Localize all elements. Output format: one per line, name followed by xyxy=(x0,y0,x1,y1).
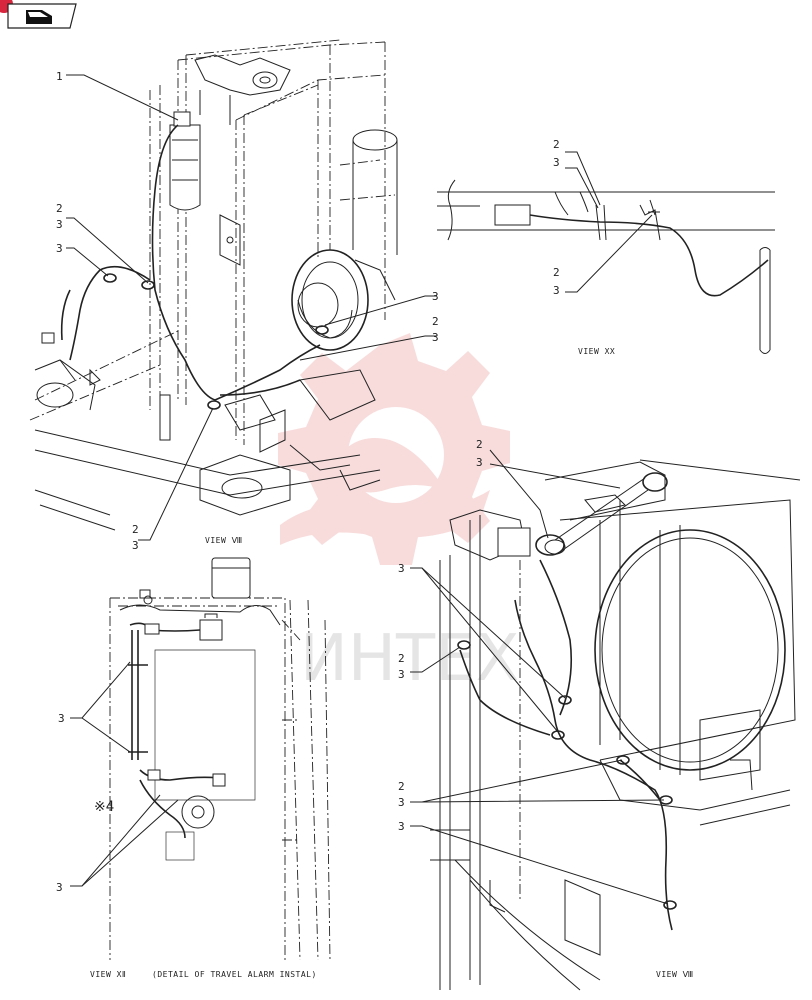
callout-2: 2 xyxy=(476,438,483,451)
callout-3: 3 xyxy=(432,331,439,344)
callout-2: 2 xyxy=(432,315,439,328)
view-xii-drawing xyxy=(109,557,331,961)
callout-3: 3 xyxy=(398,820,405,833)
callout-leaders-top-left xyxy=(66,74,437,541)
callout-2: 2 xyxy=(553,266,560,279)
callout-1: 1 xyxy=(56,70,63,83)
watermark-text: ИНТЕХ xyxy=(300,622,519,696)
view-bottom-right-drawing xyxy=(430,459,801,991)
callout-3: 3 xyxy=(398,562,405,575)
callout-leaders-view-xx xyxy=(565,151,653,293)
view-caption-xii: VIEW XⅡ xyxy=(90,970,126,979)
callout-2: 2 xyxy=(398,780,405,793)
callout-3: 3 xyxy=(56,881,63,894)
watermark-gear-icon xyxy=(278,333,510,565)
view-caption-right: VIEW Ⅷ xyxy=(656,970,694,979)
binder-button[interactable] xyxy=(0,0,77,29)
callout-3: 3 xyxy=(58,712,65,725)
callout-3: 3 xyxy=(56,218,63,231)
callout-3: 3 xyxy=(56,242,63,255)
callout-3: 3 xyxy=(553,156,560,169)
callout-3: 3 xyxy=(398,668,405,681)
view-xx-drawing xyxy=(437,179,775,354)
binder-icon xyxy=(26,10,52,24)
callout-2: 2 xyxy=(56,202,63,215)
callout-2: 2 xyxy=(553,138,560,151)
callout-3: 3 xyxy=(398,796,405,809)
callout-3: 3 xyxy=(432,290,439,303)
callout-2: 2 xyxy=(132,523,139,536)
note-x4: ※4 xyxy=(94,799,114,815)
detail-caption: (DETAIL OF TRAVEL ALARM INSTAL) xyxy=(152,970,317,979)
callout-leaders-view-right xyxy=(410,449,669,905)
view-top-left-drawing xyxy=(29,39,398,531)
callout-leaders-view-xii xyxy=(70,661,179,887)
view-caption-top: VIEW Ⅷ xyxy=(205,536,243,545)
callout-3: 3 xyxy=(476,456,483,469)
callout-2: 2 xyxy=(398,652,405,665)
view-caption-xx: VIEW XX xyxy=(578,347,615,356)
callout-3: 3 xyxy=(132,539,139,552)
callout-3: 3 xyxy=(553,284,560,297)
